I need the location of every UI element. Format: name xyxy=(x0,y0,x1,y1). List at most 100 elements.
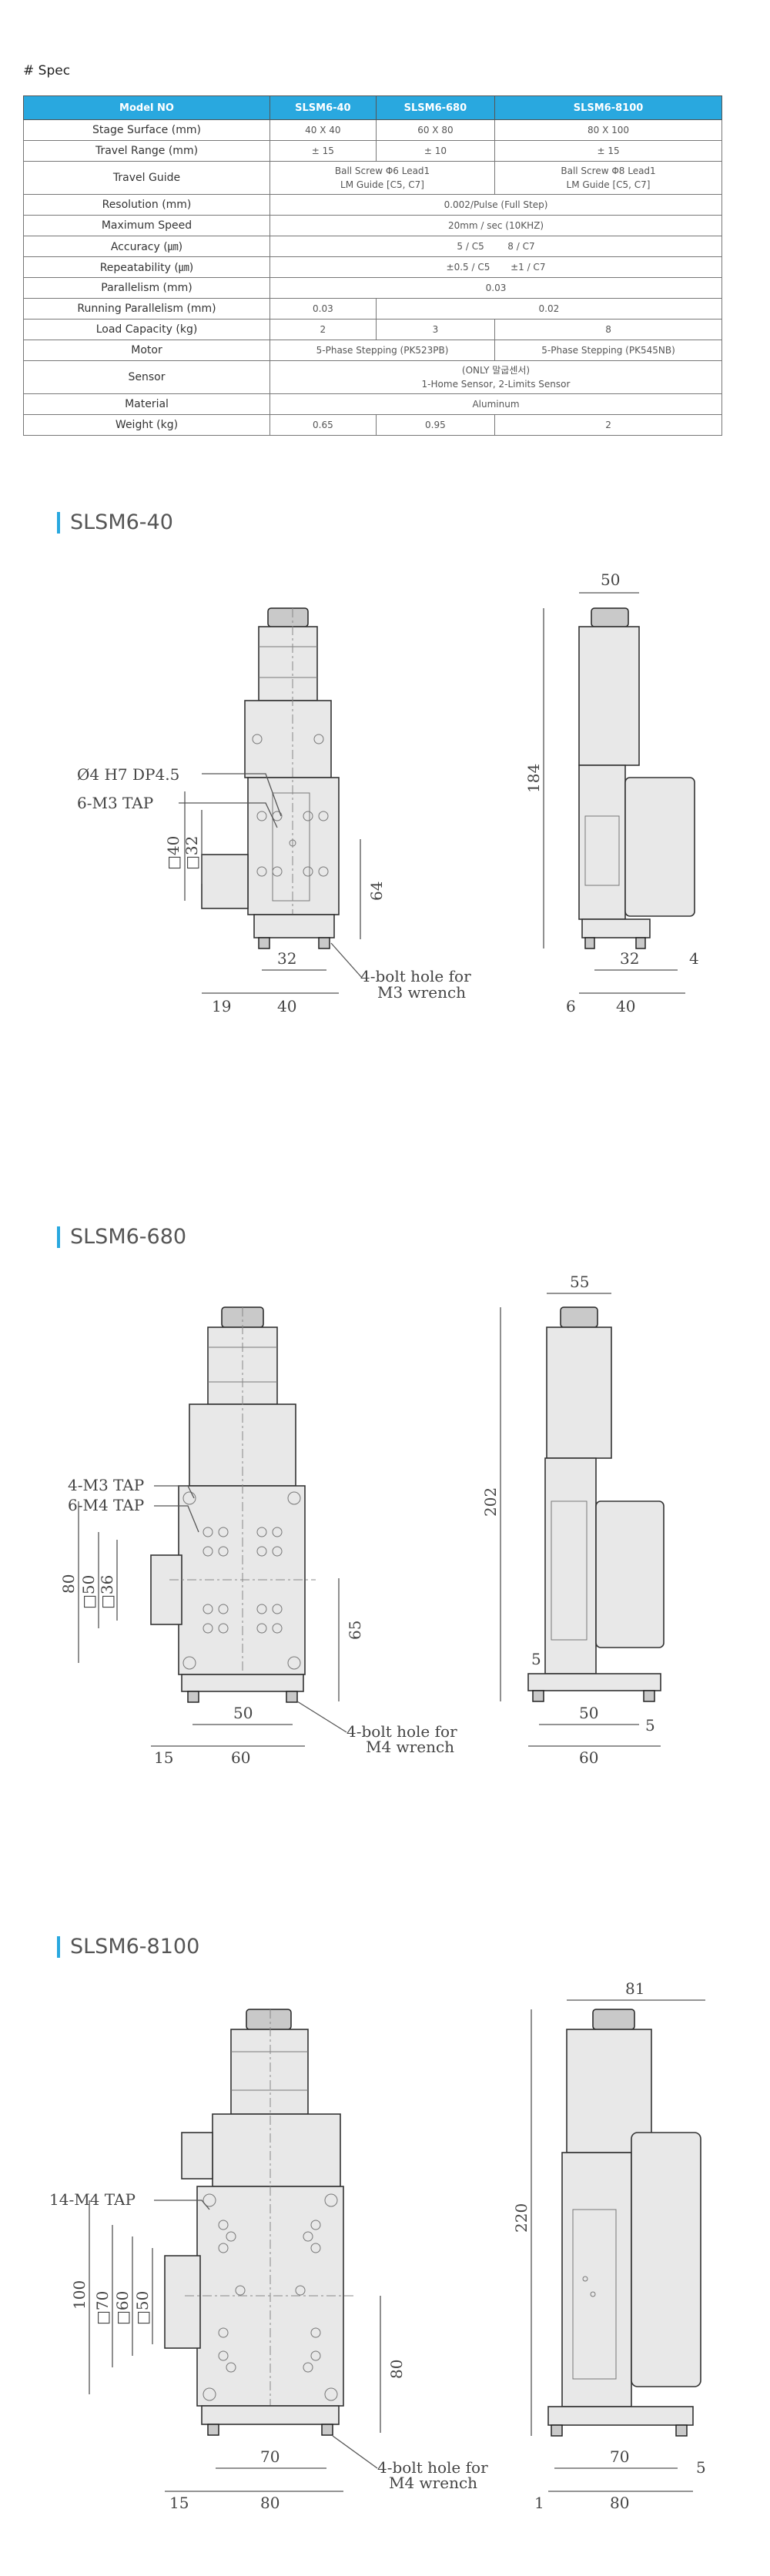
dim-height: 64 xyxy=(367,882,386,901)
spec-title: # Spec xyxy=(23,63,71,79)
cell: 5-Phase Stepping (PK523PB) xyxy=(269,340,496,361)
side-dim-top-width: 50 xyxy=(601,570,620,589)
section-title-slsm6-8100: SLSM6-8100 xyxy=(57,1936,199,1958)
tap-note: 14-M4 TAP xyxy=(49,2190,136,2209)
front-view: Ø4 H7 DP4.5 6-M3 TAP □40 □32 64 32 40 19… xyxy=(77,607,471,1015)
row-label: Accuracy (㎛) xyxy=(23,236,270,257)
row-label: Weight (kg) xyxy=(23,414,270,436)
table-row: Maximum Speed 20mm / sec (10KHZ) xyxy=(23,215,722,236)
side-dim-total-height: 202 xyxy=(481,1487,500,1517)
header-model-no: Model NO xyxy=(23,95,270,120)
hole-note: Ø4 H7 DP4.5 xyxy=(77,765,179,784)
side-view: 50 184 32 40 6 4 xyxy=(524,570,699,1015)
side-dim-total-height: 220 xyxy=(512,2203,531,2233)
cell: 0.03 xyxy=(270,298,377,319)
side-dim-right-gap: 4 xyxy=(689,949,699,968)
side-dim-left-gap: 1 xyxy=(534,2494,544,2512)
drawing-slsm6-680: 4-M3 TAP 6-M4 TAP 80 □50 □36 65 50 60 15… xyxy=(59,1273,665,1767)
dim-w-outer: 60 xyxy=(231,1748,250,1767)
cell: 2 xyxy=(270,319,377,340)
row-label: Material xyxy=(23,393,270,415)
bolt-note-line2: M4 wrench xyxy=(366,1738,454,1756)
row-label: Repeatability (㎛) xyxy=(23,256,270,278)
table-row: Repeatability (㎛) ±0.5 / C5 ±1 / C7 xyxy=(23,256,722,278)
row-label: Travel Range (mm) xyxy=(23,140,270,162)
side-dim-total-height: 184 xyxy=(524,764,543,793)
cell: Aluminum xyxy=(270,393,722,415)
cell: ± 10 xyxy=(375,140,496,162)
cell: 5 / C5 8 / C7 xyxy=(270,236,722,257)
side-dim-w-outer: 40 xyxy=(616,997,635,1015)
table-row: Motor 5-Phase Stepping (PK523PB) 5-Phase… xyxy=(23,340,722,361)
dim-sq-outer: □40 xyxy=(164,836,182,870)
side-dim-top-width: 55 xyxy=(570,1273,589,1291)
drawing-slsm6-40: Ø4 H7 DP4.5 6-M3 TAP □40 □32 64 32 40 19… xyxy=(77,570,699,1015)
cell-line: LM Guide [C5, C7] xyxy=(566,179,651,190)
tap-holes xyxy=(203,1527,283,1634)
dim-height: 65 xyxy=(346,1621,364,1640)
row-label: Running Parallelism (mm) xyxy=(23,298,270,319)
section-title-slsm6-680: SLSM6-680 xyxy=(57,1226,186,1248)
dim-outer: 100 xyxy=(70,2280,89,2310)
cell: 0.65 xyxy=(270,414,377,436)
row-label: Resolution (mm) xyxy=(23,194,270,216)
row-label: Maximum Speed xyxy=(23,215,270,236)
row-label: Travel Guide xyxy=(23,161,270,195)
cell: 0.95 xyxy=(375,414,496,436)
dim-sq-b: □36 xyxy=(98,1575,116,1609)
side-dim-top-width: 81 xyxy=(625,1979,644,1998)
bolt-note-line2: M4 wrench xyxy=(389,2474,477,2492)
cell: (ONLY 말굽센서) 1-Home Sensor, 2-Limits Sens… xyxy=(270,360,722,394)
section-title-slsm6-40: SLSM6-40 xyxy=(57,512,173,534)
tap-holes xyxy=(218,2220,321,2373)
dim-outer: 80 xyxy=(59,1574,78,1594)
dim-sq-a: □70 xyxy=(93,2291,112,2325)
cell-line: Ball Screw Φ6 Lead1 xyxy=(334,166,430,176)
header-slsm6-40: SLSM6-40 xyxy=(270,95,377,120)
side-view: 55 202 50 60 5 5 xyxy=(481,1273,665,1767)
cell-line: LM Guide [C5, C7] xyxy=(340,179,424,190)
dim-w-inner: 50 xyxy=(233,1704,253,1722)
cell-line: 1-Home Sensor, 2-Limits Sensor xyxy=(421,379,571,390)
dim-sq-a: □50 xyxy=(79,1575,98,1609)
dim-w-outer: 40 xyxy=(277,997,296,1015)
tap-note: 6-M3 TAP xyxy=(77,794,153,812)
cell: 5-Phase Stepping (PK545NB) xyxy=(494,340,722,361)
dim-sq-b: □60 xyxy=(113,2291,132,2325)
side-dim-right-gap: 5 xyxy=(645,1716,655,1735)
table-header-row: Model NO SLSM6-40 SLSM6-680 SLSM6-8100 xyxy=(23,95,722,120)
bolt-note-line2: M3 wrench xyxy=(377,983,466,1002)
cell: 80 X 100 xyxy=(494,119,722,141)
header-slsm6-8100: SLSM6-8100 xyxy=(494,95,722,120)
side-dim-left-gap: 6 xyxy=(566,997,576,1015)
cell: ±0.5 / C5 ±1 / C7 xyxy=(270,256,722,278)
dim-offset: 19 xyxy=(212,997,231,1015)
side-dim-w-inner: 70 xyxy=(610,2447,629,2466)
row-label: Motor xyxy=(23,340,270,361)
cell: 0.03 xyxy=(270,277,722,299)
cell-line: (ONLY 말굽센서) xyxy=(461,365,531,376)
side-dim-w-outer: 80 xyxy=(610,2494,629,2512)
dim-w-inner: 32 xyxy=(277,949,296,968)
bolt-note-line1: 4-bolt hole for xyxy=(377,2458,488,2477)
bolt-note-line1: 4-bolt hole for xyxy=(346,1722,457,1741)
cell: 40 X 40 xyxy=(270,119,377,141)
table-row: Stage Surface (mm) 40 X 40 60 X 80 80 X … xyxy=(23,119,722,141)
header-slsm6-680: SLSM6-680 xyxy=(375,95,496,120)
dim-offset: 15 xyxy=(154,1748,173,1767)
table-row: Load Capacity (kg) 2 3 8 xyxy=(23,319,722,340)
cell: 3 xyxy=(375,319,496,340)
dim-offset: 15 xyxy=(169,2494,189,2512)
front-view: 14-M4 TAP 100 □70 □60 □50 80 70 80 15 4-… xyxy=(49,2009,488,2512)
cell: 0.002/Pulse (Full Step) xyxy=(270,194,722,216)
tap-note-2: 6-M4 TAP xyxy=(68,1496,144,1514)
side-dim-w-outer: 60 xyxy=(579,1748,598,1767)
cell: ± 15 xyxy=(270,140,377,162)
tap-note-1: 4-M3 TAP xyxy=(68,1476,144,1494)
cell: Ball Screw Φ8 Lead1 LM Guide [C5, C7] xyxy=(494,161,722,195)
cell: ± 15 xyxy=(494,140,722,162)
row-label: Stage Surface (mm) xyxy=(23,119,270,141)
bolt-note-line1: 4-bolt hole for xyxy=(360,967,471,985)
side-dim-left-gap: 5 xyxy=(531,1650,541,1668)
drawing-slsm6-8100: 14-M4 TAP 100 □70 □60 □50 80 70 80 15 4-… xyxy=(49,1979,706,2512)
